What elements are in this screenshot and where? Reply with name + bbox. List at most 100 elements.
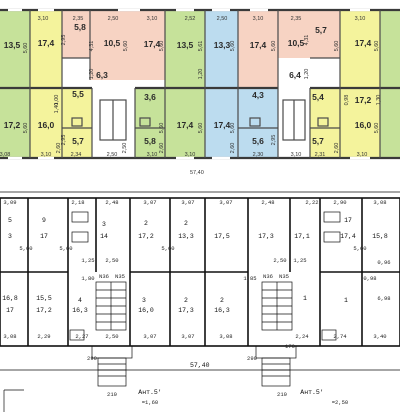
blueprint-room-label: 1 [344,297,348,304]
dimension-label: 0,98 [344,95,350,106]
blueprint-room-label: 17,2 [138,233,154,240]
dimension-label: 5,60 [159,123,165,134]
room-area-label: 17,4 [177,120,194,130]
stair-flight [99,99,306,141]
dimension-label: 3,10 [41,152,52,158]
windows [8,8,370,160]
room-area-label: 5,8 [144,136,156,146]
blueprint-dimension-label: 3,08 [373,199,386,206]
dimension-label: 1,20 [198,69,204,80]
landing-label: N35 [279,273,289,280]
blueprint-room-label: 17,2 [36,307,52,314]
blueprint-dimension-label: 2,18 [71,199,84,206]
room-area-label: 16,0 [355,120,372,130]
blueprint-dimension-label: 3,08 [219,333,232,340]
room-area-label: 5,7 [72,136,84,146]
room-area-label: 5,7 [315,25,327,35]
blueprint-room-label: 2 [184,220,188,227]
blueprint-room-label: 15,5 [36,295,52,302]
blueprint-bottom-dimension: 57,40 [190,362,210,369]
dimension-label: 4,31 [304,35,310,46]
blueprint-room-label: 17 [6,307,14,314]
blueprint-dimension-label: 2,27 [75,333,88,340]
dimension-label: 5,60 [334,41,340,52]
blueprint-room-label: 16,0 [138,307,154,314]
dimension-label: 2,50 [122,143,128,154]
dimension-label: 3,10 [357,152,368,158]
blueprint-room-label: 13,3 [178,233,194,240]
dimension-label: 1,30 [376,95,382,106]
room-fill [165,88,205,158]
blueprint-room-label: 3 [142,297,146,304]
blueprint-dimension-label: 1,85 [243,275,256,282]
entrance-label: Ант.5' [138,389,161,396]
room-area-label: 17,2 [4,120,21,130]
dimension-label: 1,40 [54,103,60,114]
room-fill [205,10,238,88]
blueprint-dimension-label: 2,90 [333,199,346,206]
blueprint-room-label: 16,3 [72,307,88,314]
blueprint-dimension-label: 5,60 [353,245,366,252]
room-area-label: 17,4 [144,39,161,49]
room-area-label: 17,4 [38,38,55,48]
room-fill [62,88,92,158]
dimension-label: 5,60 [123,41,129,52]
blueprint-dimension-label: 2,50 [105,257,118,264]
dimension-label: 2,50 [108,16,119,22]
dimension-label: 3,10 [291,152,302,158]
dimension-label: 2,30 [253,152,264,158]
dimension-label: 2,52 [185,16,196,22]
dimension-label: 5,60 [23,123,29,134]
dimension-label: 2,60 [56,143,62,154]
room-fill [380,88,400,158]
blueprint-dimension-label: 3,07 [143,199,156,206]
room-area-label: 5,6 [252,136,264,146]
dimension-label: 5,61 [198,41,204,52]
porch-dimension-label: 170 [285,343,295,350]
blueprint-dimension-label: 2,50 [105,333,118,340]
room-area-label: 17,4 [355,38,372,48]
dimension-label: 5,60 [159,41,165,52]
blueprint-room-label: 1 [303,295,307,302]
dimension-label: 2,60 [230,143,236,154]
blueprint-dimension-label: 3,08 [3,333,16,340]
room-fill [30,88,62,158]
room-area-label: 6,4 [289,70,301,80]
dimension-label: 3,10 [147,16,158,22]
blueprint-dimension-label: 2,48 [105,199,118,206]
room-fill [30,10,62,88]
room-area-label: 3,6 [144,92,156,102]
room-area-label: 5,7 [312,136,324,146]
blueprint-room-label: 2 [220,297,224,304]
room-area-label: 5,8 [74,22,86,32]
blueprint-room-label: 17 [40,233,48,240]
blueprint-room-label: 17,4 [340,233,356,240]
blueprint-dimension-label: 0,98 [363,275,376,282]
dimension-label: 5,60 [374,123,380,134]
blueprint-room-label: 17 [344,217,352,224]
dimension-label: 2,60 [159,143,165,154]
dimension-label: 3,10 [355,16,366,22]
blueprint-dimension-label: 2,22 [305,199,318,206]
blueprint-room-label: 15,8 [372,233,388,240]
blueprint-room-label: 2 [184,297,188,304]
dimension-label: 2,50 [217,16,228,22]
dimension-label: 2,95 [61,135,67,146]
blueprint-room-label: 17,3 [258,233,274,240]
blueprint-room-label: 2 [144,220,148,227]
room-fill [238,88,278,158]
entrance-label: Ант.5' [300,389,323,396]
blueprint-dimension-label: 3,07 [181,199,194,206]
dimension-label: 5,60 [271,41,277,52]
room-area-label: 10,5 [288,38,305,48]
blueprint-room-label: 16,8 [2,295,18,302]
blueprint-dimension-label: 1,25 [81,257,94,264]
porch-dimension-label: 210 [107,391,117,398]
